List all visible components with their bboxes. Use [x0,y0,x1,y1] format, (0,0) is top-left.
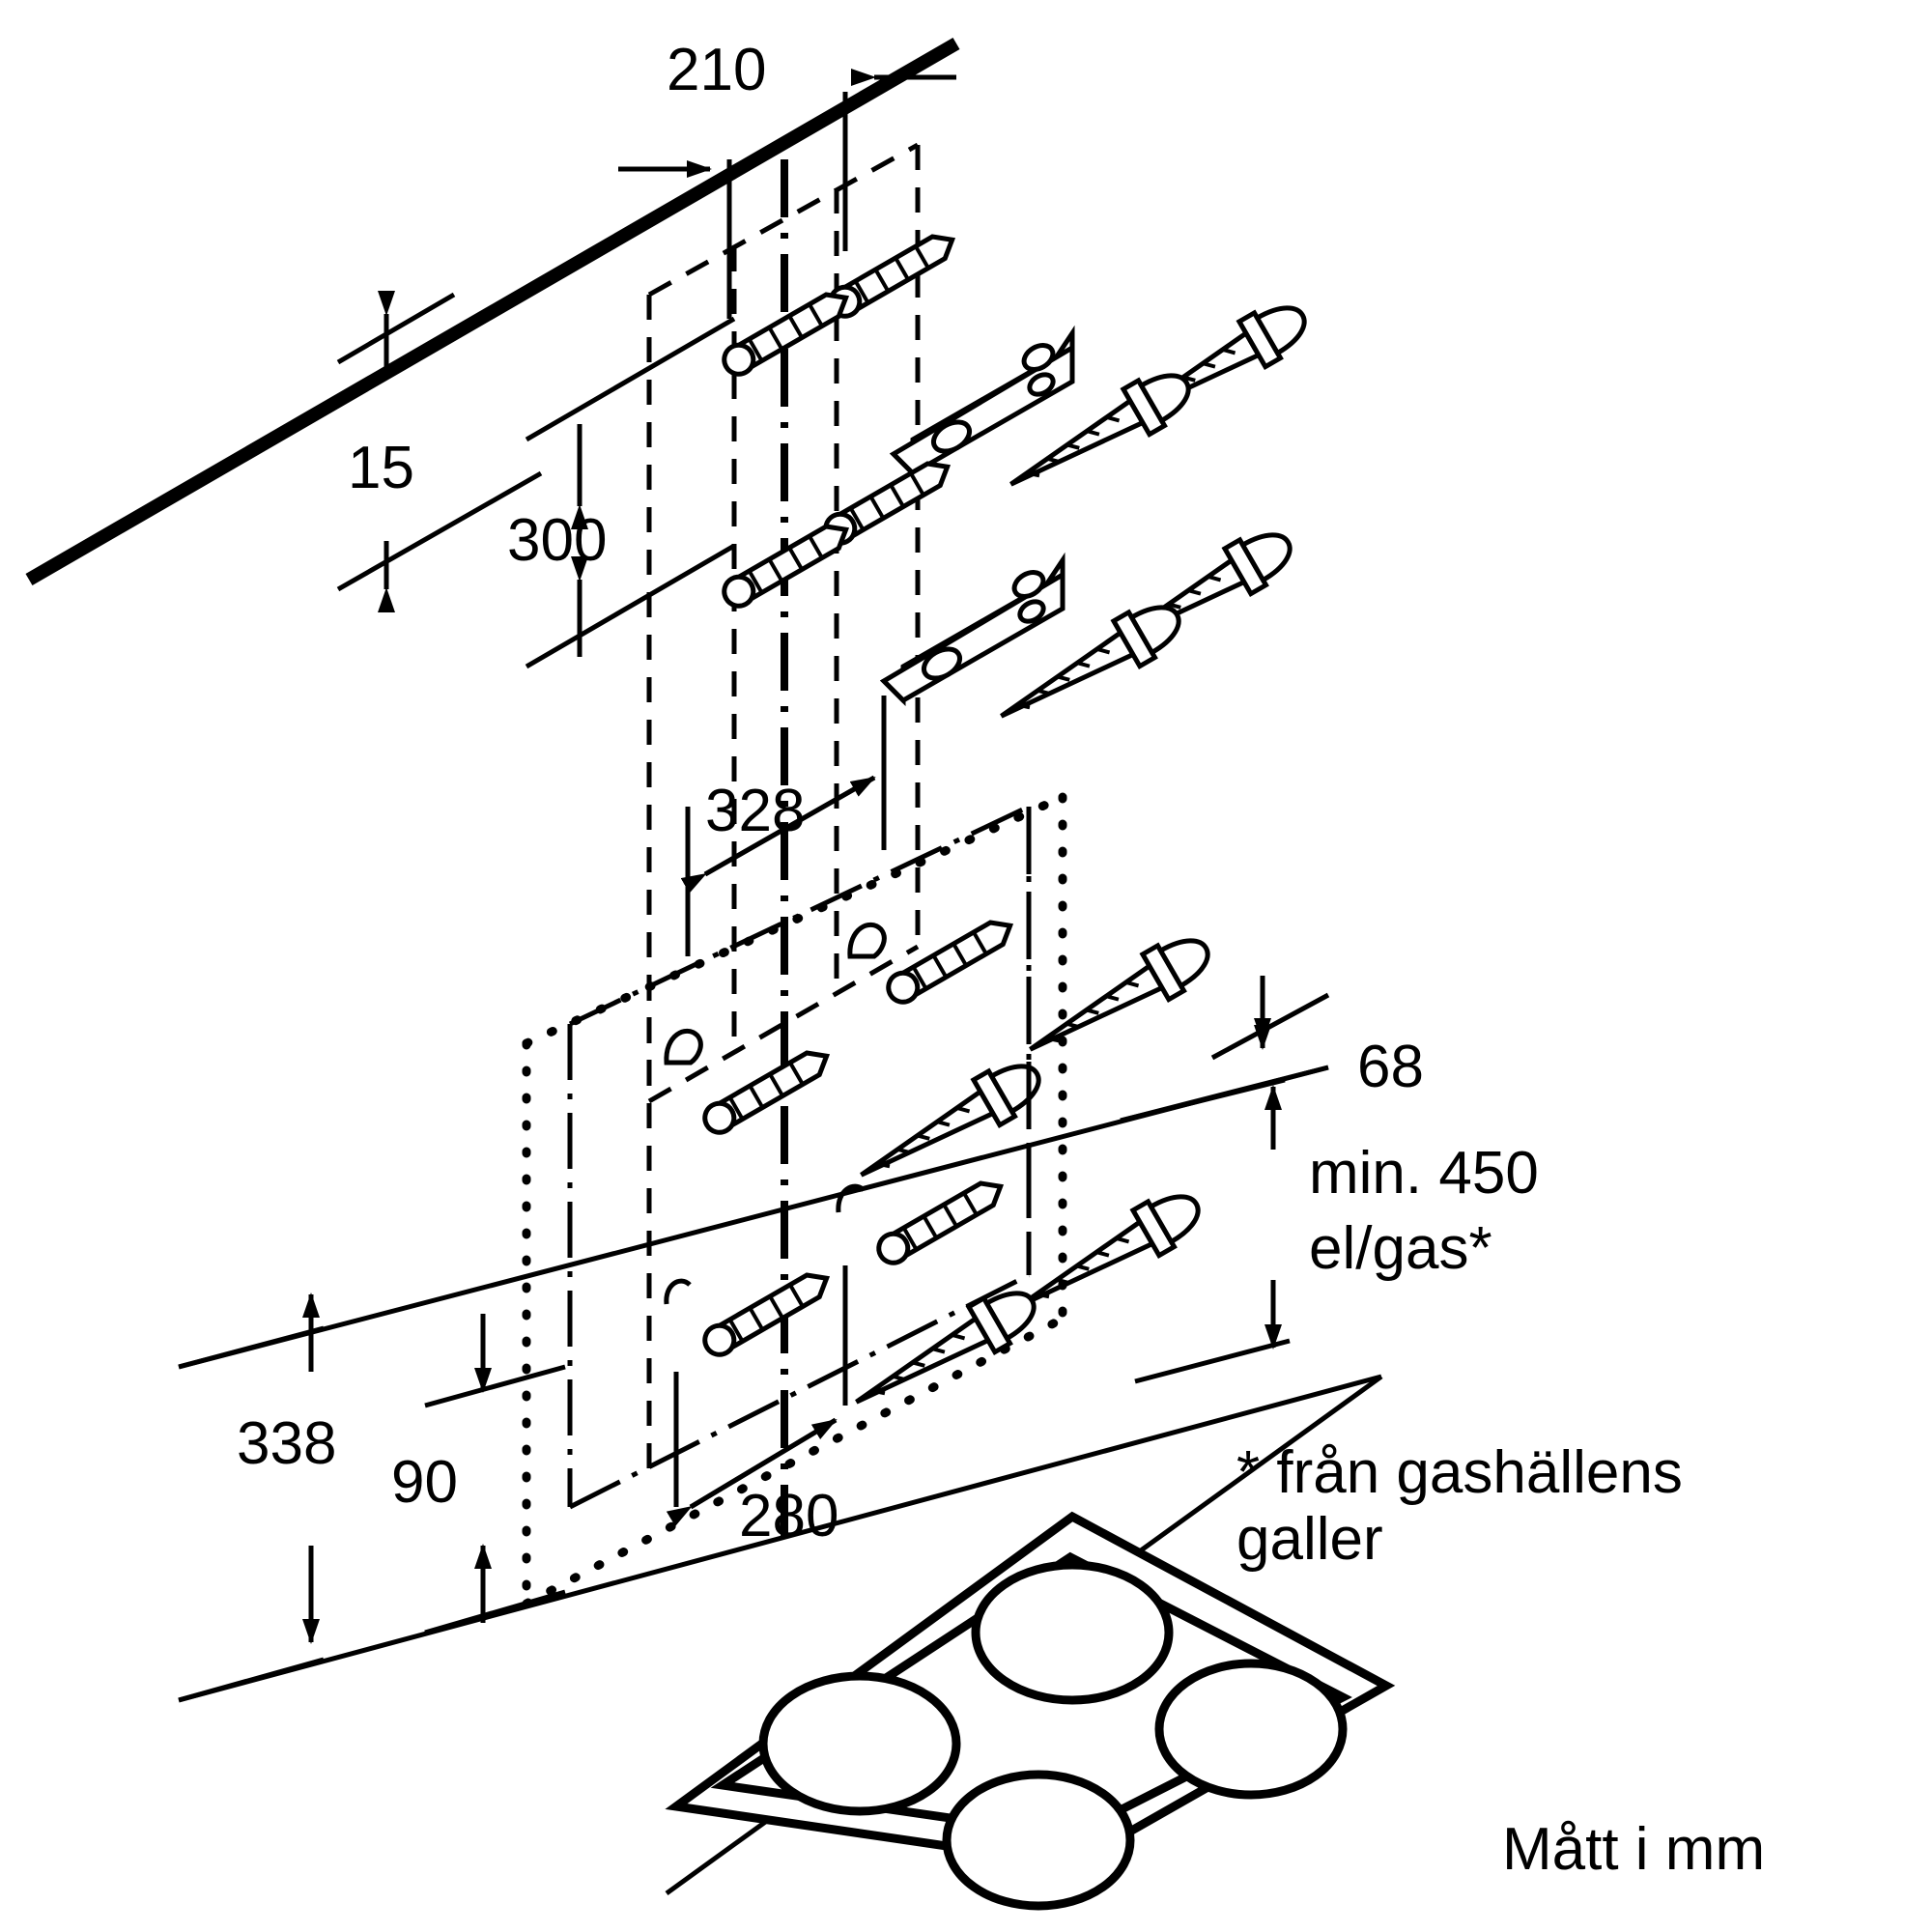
footnote-text: * från gashällens galler [1236,1439,1683,1574]
dimension-label-90: 90 [391,1449,458,1516]
dimension-label-el-gas: el/gas* [1309,1215,1492,1282]
mounting-bracket-lower [879,552,1065,707]
dimension-label-280: 280 [739,1483,839,1549]
dimension-300 [525,316,736,669]
hood-hook-icons [664,922,887,1305]
screw-icon-group [855,305,1307,1405]
wall-plug-icon-group [702,234,1014,1357]
hood-inner-outline [567,804,1032,1510]
mounting-bracket-upper [889,325,1075,480]
dimension-328 [680,696,887,956]
dimension-338 [178,1293,325,1703]
dimension-15 [336,291,543,612]
hood-mid-outline [646,807,1032,1468]
dimension-68 [1120,976,1330,1123]
dimension-label-68: 68 [1357,1034,1424,1100]
chimney-outline [646,142,921,1104]
dimension-label-328: 328 [705,778,806,844]
cooktop-icon [665,1511,1396,1911]
wall-edge-line [25,37,960,586]
dimension-label-338: 338 [237,1410,337,1477]
units-note-text: Mått i mm [1502,1816,1766,1883]
dimension-label-210: 210 [667,37,767,103]
dimension-210 [618,69,956,319]
dimension-90 [424,1314,566,1635]
dimension-280 [666,1265,848,1527]
dimension-label-min-450: min. 450 [1309,1140,1539,1207]
dimension-label-15: 15 [348,435,414,501]
dimension-label-300: 300 [507,507,608,574]
